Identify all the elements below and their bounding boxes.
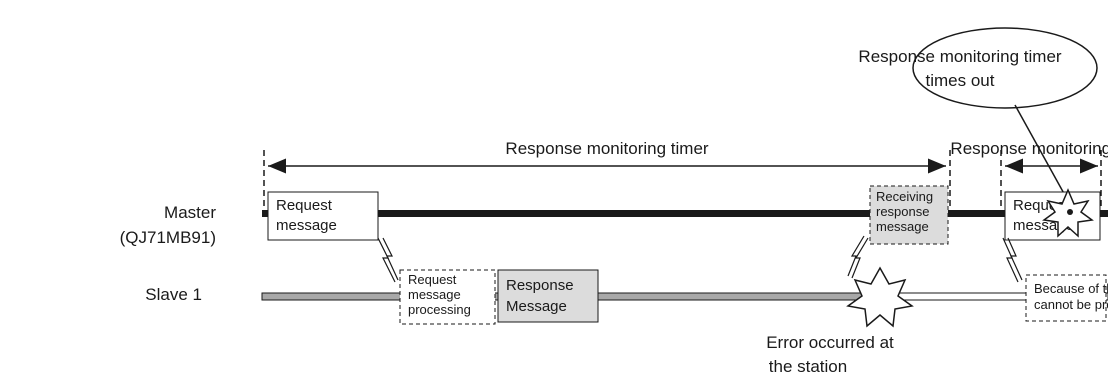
request-processing-line3: processing [408, 302, 471, 317]
receiving-response-box [869, 185, 949, 245]
timer2-label: Response monitoring timer [950, 139, 1108, 158]
timer1-label: Response monitoring timer [505, 139, 708, 158]
timeout-callout-pointer [1014, 104, 1073, 209]
error-label-line2: the station [769, 357, 847, 376]
timeout-callout-line2: times out [926, 71, 995, 90]
master-timeline [262, 210, 1108, 217]
receiving-response-line3: message [876, 219, 929, 234]
response-message-line2: Message [506, 298, 567, 315]
transmission-lightning-2 [847, 235, 869, 279]
response-message-box [497, 269, 599, 323]
timeout-callout [912, 27, 1098, 109]
error-label-line1: Error occurred at [766, 333, 894, 352]
request-message-1-line1: Request [276, 197, 333, 214]
request-processing-line1: Request [408, 272, 457, 287]
request-processing-box [399, 269, 496, 325]
master-row-sublabel: (QJ71MB91) [120, 228, 216, 247]
receiving-response-line2: response [876, 204, 929, 219]
request-message-1-line2: message [276, 217, 337, 234]
timeout-dot [1067, 209, 1073, 215]
request-processing-line2: message [408, 287, 461, 302]
transmission-lightning-3 [1002, 237, 1023, 283]
error-note-line1: Because of the error, request message [1034, 281, 1108, 296]
request-message-box-1 [267, 191, 379, 241]
receiving-response-line1: Receiving [876, 189, 933, 204]
timeout-callout-line1: Response monitoring timer [858, 47, 1061, 66]
error-starburst [846, 266, 914, 328]
master-row-label: Master [164, 203, 216, 222]
response-message-line1: Response [506, 277, 574, 294]
error-note-line2: cannot be processed. [1034, 297, 1108, 312]
error-note-box [1025, 274, 1107, 322]
slave-row-label: Slave 1 [145, 285, 202, 304]
transmission-lightning-1 [377, 237, 399, 283]
